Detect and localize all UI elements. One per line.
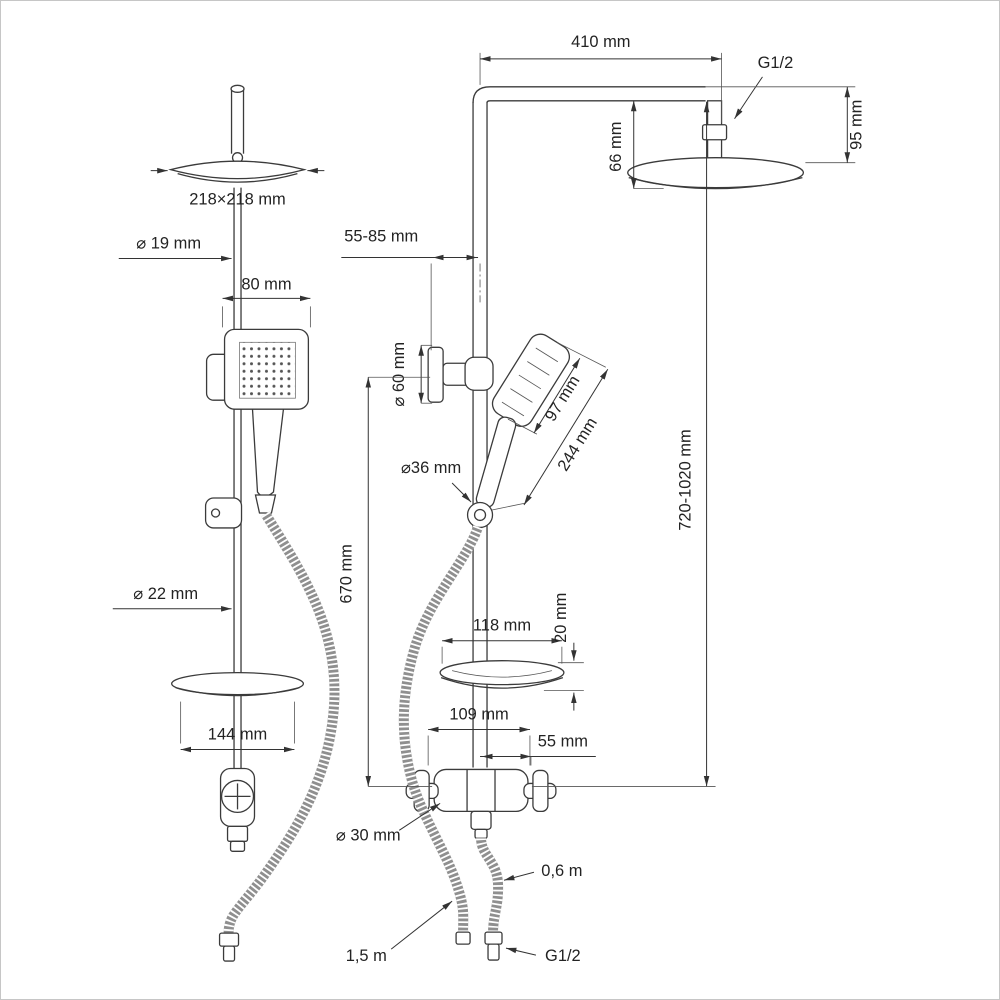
label-top-connection: G1/2	[734, 54, 794, 120]
side-view: 218×218 mm ⌀ 19 mm 80 mm ⌀ 22 mm 144 mm	[112, 84, 340, 962]
hand-shower-width-label: 80 mm	[241, 275, 291, 293]
dim-dish-diameter: 118 mm	[441, 617, 563, 664]
riser-pipe-icon	[472, 86, 706, 768]
dim-head-size: 218×218 mm	[150, 167, 325, 209]
dim-bracket-diameter: ⌀ 60 mm	[390, 342, 433, 407]
valve-offset-label: 55 mm	[538, 733, 588, 751]
head-size-label: 218×218 mm	[189, 191, 286, 209]
wall-bracket-icon	[427, 346, 494, 403]
dim-head-offset: 66 mm	[607, 100, 664, 190]
dim-dish-depth: 20 mm	[543, 593, 584, 711]
dim-pipe-diameter: ⌀ 19 mm	[118, 235, 232, 262]
hose-connector-icon	[466, 501, 494, 529]
label-short-hose: 0,6 m	[503, 862, 582, 881]
label-bottom-connection: G1/2	[505, 947, 581, 965]
soap-dish-icon	[439, 660, 565, 689]
dim-soap-dish-width: 144 mm	[180, 701, 295, 753]
valve-width-label: 109 mm	[449, 706, 508, 724]
diverter-side-icon	[219, 767, 256, 852]
short-hose-label: 0,6 m	[541, 862, 582, 880]
arm-length-label: 410 mm	[571, 33, 630, 51]
short-hose-icon	[476, 837, 504, 961]
dim-lower-column-height: 670 mm	[337, 376, 433, 787]
dim-wall-distance: 55-85 mm	[341, 228, 481, 351]
dim-hand-shower-width: 80 mm	[222, 275, 311, 328]
slider-screw	[210, 508, 221, 518]
valve-diameter-label: ⌀ 30 mm	[336, 826, 401, 844]
dim-valve-diameter: ⌀ 30 mm	[336, 802, 441, 844]
head-offset-label: 66 mm	[607, 122, 625, 172]
dim-connector-diameter: ⌀36 mm	[401, 459, 472, 503]
overhead-shower-side-icon	[168, 84, 307, 183]
dim-column-diameter: ⌀ 22 mm	[112, 585, 232, 612]
column-diameter-label: ⌀ 22 mm	[133, 585, 198, 603]
slider-holder-side	[204, 497, 243, 529]
hand-shower-side-icon	[205, 328, 310, 514]
pipe-diameter-label: ⌀ 19 mm	[136, 235, 201, 253]
connector-diameter-label: ⌀36 mm	[401, 459, 461, 477]
overhead-shower-icon	[627, 157, 805, 190]
soap-dish-side-icon	[171, 672, 305, 697]
soap-dish-width-label: 144 mm	[208, 726, 267, 744]
dim-arm-length: 410 mm	[479, 33, 722, 123]
top-connection-label: G1/2	[758, 54, 794, 72]
label-long-hose: 1,5 m	[346, 900, 453, 965]
shower-hose-side-icon	[218, 511, 340, 962]
total-height-label: 720-1020 mm	[677, 429, 695, 531]
lower-column-height-label: 670 mm	[337, 544, 355, 603]
dim-arm-drop: 95 mm	[705, 86, 865, 164]
dim-valve-width: 109 mm	[427, 706, 531, 766]
long-hose-label: 1,5 m	[346, 947, 387, 965]
dim-valve-offset: 55 mm	[480, 733, 596, 766]
wall-distance-label: 55-85 mm	[344, 228, 418, 246]
front-view: 410 mm G1/2 95 mm 66 mm 55-85 mm	[336, 33, 865, 965]
dish-diameter-label: 118 mm	[473, 617, 531, 635]
long-hose-icon	[398, 525, 483, 945]
dish-depth-label: 20 mm	[552, 593, 570, 643]
dim-total-height: 720-1020 mm	[531, 101, 716, 787]
column-pipe-side	[233, 187, 242, 769]
bracket-diameter-label: ⌀ 60 mm	[390, 342, 408, 407]
arm-drop-label: 95 mm	[847, 100, 865, 150]
bottom-connection-label: G1/2	[545, 947, 581, 965]
